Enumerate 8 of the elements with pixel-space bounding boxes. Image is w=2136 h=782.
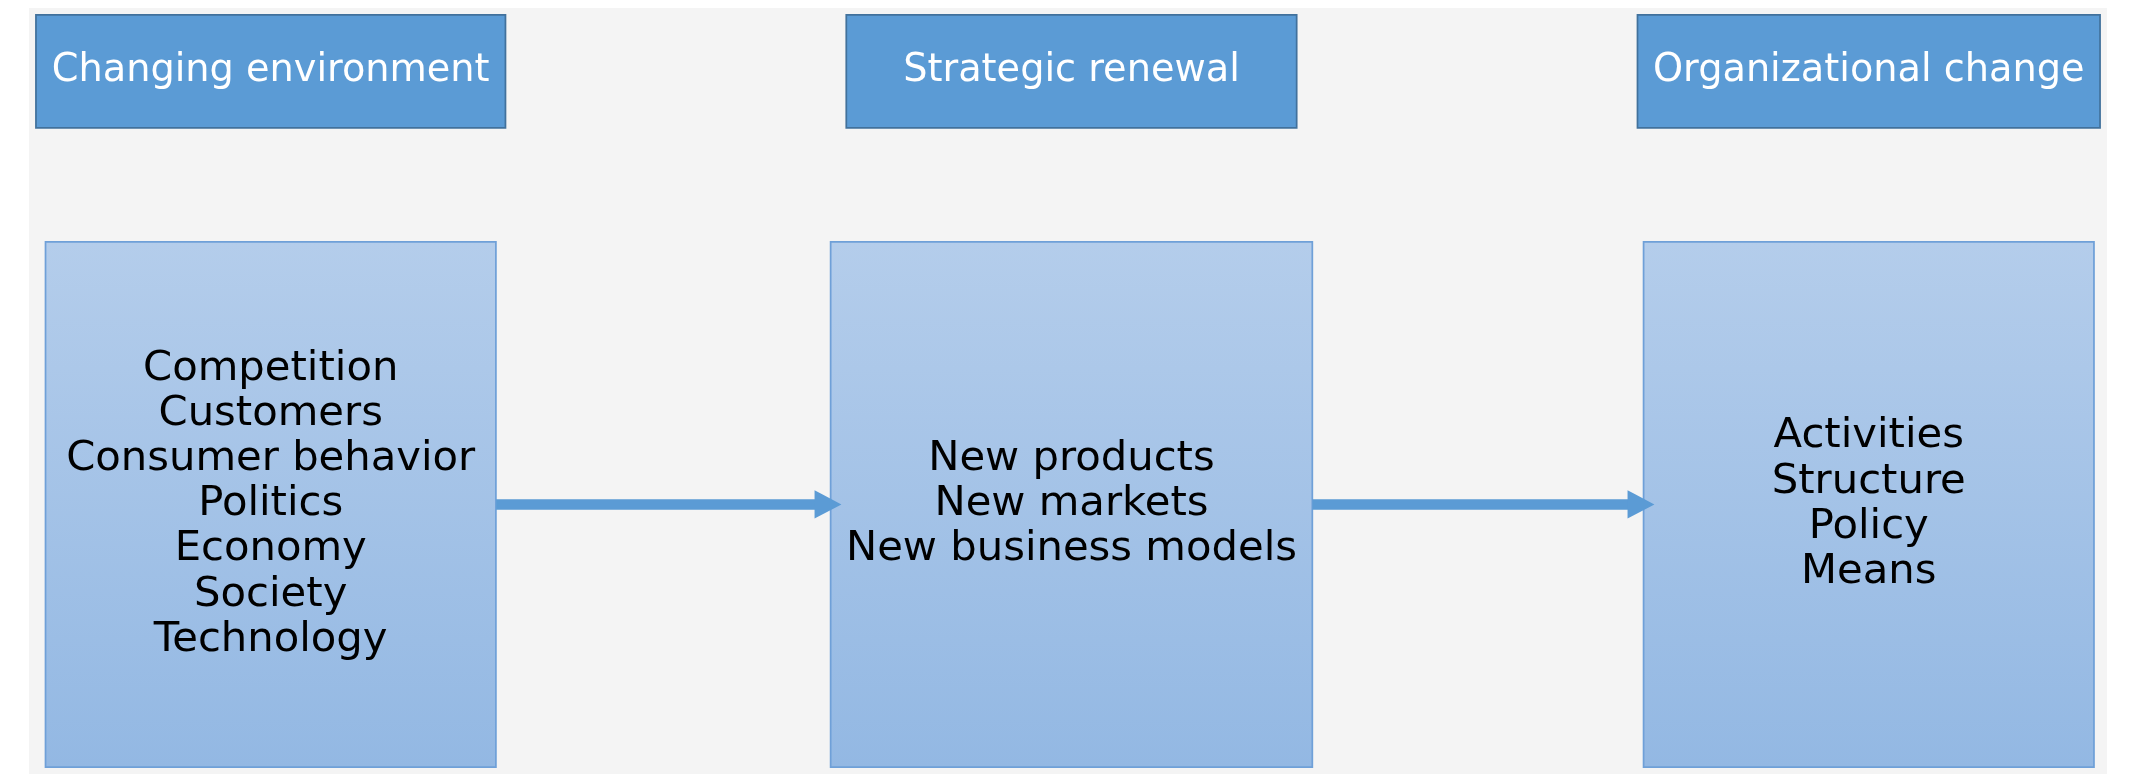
node-box: Changing environment bbox=[35, 14, 507, 129]
node-box: Activities Structure Policy Means bbox=[1642, 241, 2095, 768]
arrow bbox=[496, 490, 842, 519]
node-box: Competition Customers Consumer behavior Politics Economy Society Technology bbox=[44, 241, 497, 768]
node-box: New products New markets New business models bbox=[829, 241, 1314, 768]
arrow bbox=[1312, 490, 1655, 519]
node-box: Organizational change bbox=[1636, 14, 2101, 129]
node-box: Strategic renewal bbox=[845, 14, 1298, 129]
